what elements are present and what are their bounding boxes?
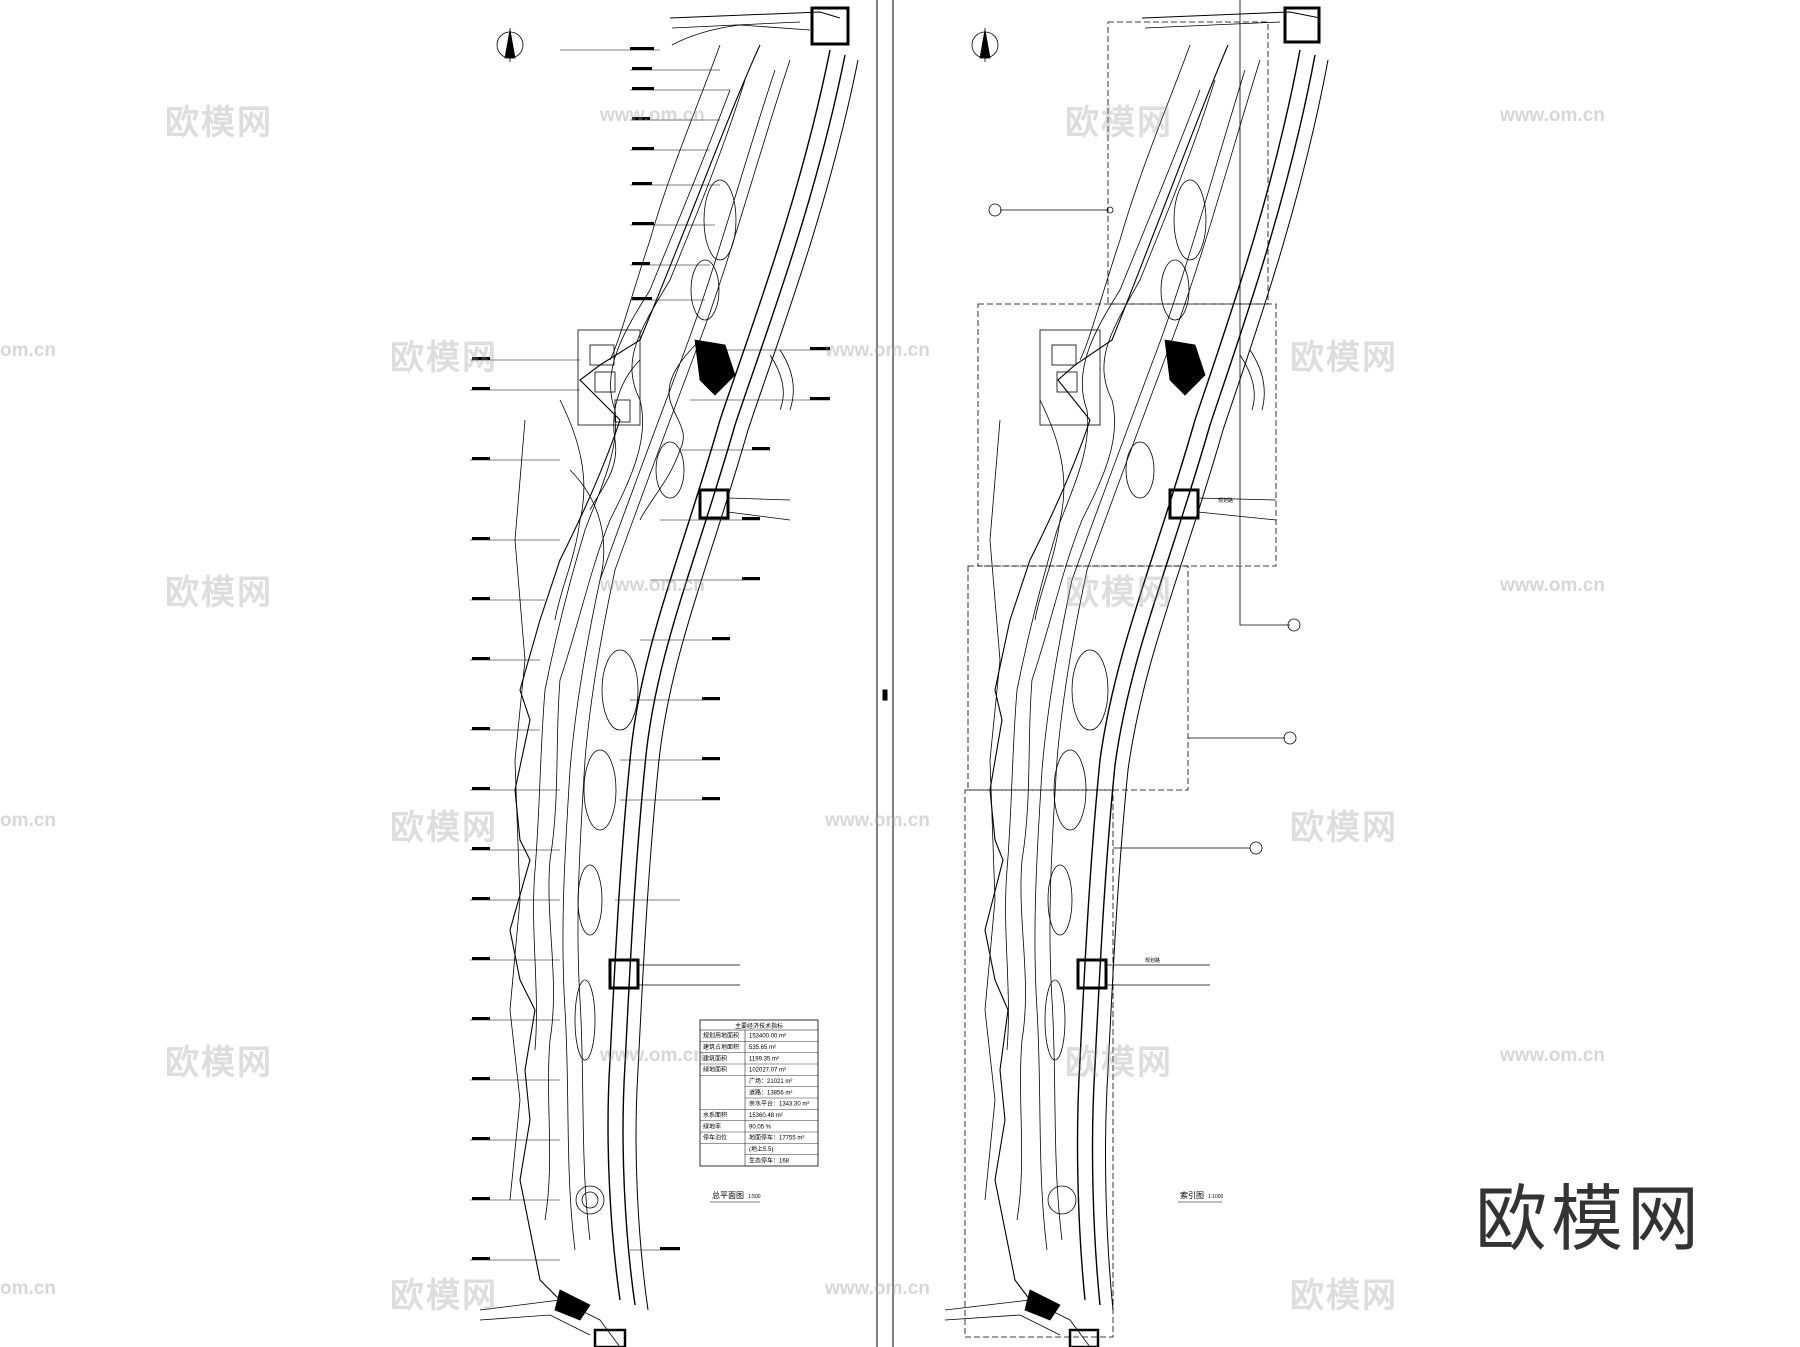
index-frames <box>964 21 1277 1338</box>
table-cell-label: 绿地率 <box>703 1122 721 1130</box>
table-cell-value: 广场：21021 m² <box>749 1077 792 1085</box>
table-cell-value: 1199.35 m² <box>749 1056 779 1062</box>
table-rows: 规划用地面积 153400.00 m² 建筑占地面积 535.65 m² 建筑面积 119… <box>700 1032 818 1164</box>
watermark-brand: 欧模网 <box>390 808 498 848</box>
right-plan-labels: 规划路 规划路 索引图 1:1000 <box>1145 497 1233 1203</box>
watermark-url: om.cn <box>0 340 56 361</box>
road-label-a: 规划路 <box>1218 497 1233 504</box>
watermark-brand: 欧模网 <box>165 1043 273 1083</box>
watermark-url: www.om.cn <box>600 1045 705 1066</box>
watermark-brand: 欧模网 <box>1290 808 1398 848</box>
table-cell-value: 生态停车：168 <box>749 1156 790 1164</box>
table-title: 主要经济技术指标 <box>735 1022 783 1030</box>
table-cell-label: 水系面积 <box>703 1111 727 1119</box>
table-cell-label: 建筑占地面积 <box>703 1043 739 1051</box>
watermark-brand: 欧模网 <box>1290 1276 1398 1316</box>
watermark-url: www.om.cn <box>600 575 705 596</box>
watermark-url: www.om.cn <box>825 1278 930 1299</box>
watermark-brand: 欧模网 <box>1065 103 1173 143</box>
watermark-url: www.om.cn <box>825 810 930 831</box>
watermark-brand: 欧模网 <box>1065 1043 1173 1083</box>
table-cell-value: (地上5.5) <box>749 1145 773 1153</box>
watermark-brand: 欧模网 <box>1065 573 1173 613</box>
table-cell-value: 15360.48 m² <box>749 1113 783 1119</box>
watermark-url: om.cn <box>0 810 56 831</box>
table-cell-value: 亲水平台：1343.30 m² <box>749 1100 809 1108</box>
table-cell-value: 102027.07 m² <box>749 1068 786 1074</box>
table-cell-value: 153400.00 m² <box>749 1034 786 1040</box>
watermark-url: www.om.cn <box>1500 575 1605 596</box>
left-plan-scale: 1:500 <box>748 1194 761 1200</box>
right-index-plan <box>944 0 1329 1347</box>
left-site-plan <box>470 6 859 1347</box>
left-plan-caption: 总平面图 1:500 <box>710 1190 761 1203</box>
watermark-url: om.cn <box>0 1278 56 1299</box>
table-cell-value: 地面停车：17755 m² <box>749 1134 804 1142</box>
brand-logo-text: 欧模网 <box>1475 1177 1704 1261</box>
watermark-brand: 欧模网 <box>1290 338 1398 378</box>
table-cell-value: 道路：13856 m² <box>749 1088 792 1096</box>
table-cell-label: 绿地面积 <box>703 1066 727 1074</box>
watermark-brand: 欧模网 <box>165 103 273 143</box>
left-plan-title: 总平面图 <box>712 1190 744 1200</box>
watermark-url: www.om.cn <box>1500 105 1605 126</box>
watermark-brand: 欧模网 <box>390 338 498 378</box>
north-arrow-icon <box>496 28 524 62</box>
indicator-table: 主要经济技术指标 <box>699 1019 819 1167</box>
watermark-brand: 欧模网 <box>165 573 273 613</box>
road-label-b: 规划路 <box>1145 957 1160 964</box>
table-cell-label: 建筑面积 <box>703 1054 727 1062</box>
right-plan-title: 索引图 <box>1180 1190 1204 1200</box>
north-arrow-icon <box>971 28 999 62</box>
table-cell-value: 535.65 m² <box>749 1045 776 1051</box>
watermark-url: www.om.cn <box>825 340 930 361</box>
watermark-url: www.om.cn <box>1500 1045 1605 1066</box>
table-cell-label: 停车泊位 <box>703 1134 727 1142</box>
watermark-brand: 欧模网 <box>390 1276 498 1316</box>
right-plan-scale: 1:1000 <box>1208 1194 1224 1200</box>
table-cell-value: 90.05 % <box>749 1124 772 1130</box>
table-cell-label: 规划用地面积 <box>703 1032 739 1040</box>
sheet-divider <box>876 0 894 1347</box>
watermark-url: www.om.cn <box>600 105 705 126</box>
left-label-marks <box>472 47 830 1260</box>
